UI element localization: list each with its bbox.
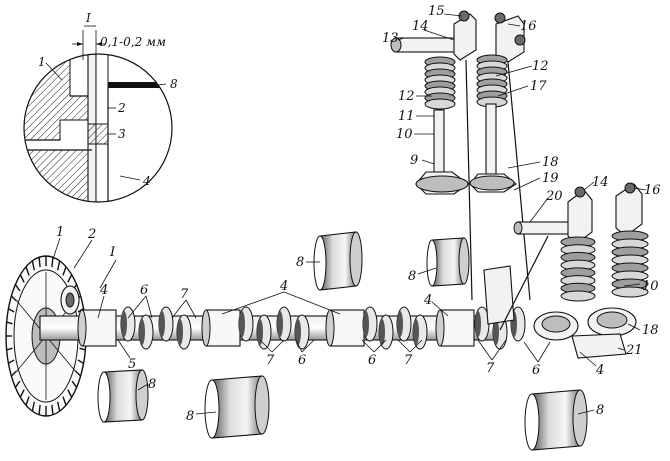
callout-14-lower: 14	[592, 175, 609, 190]
callout-4-far-right: 4	[595, 363, 604, 378]
callout-18-lower: 18	[642, 323, 659, 338]
main-section-mark: I	[109, 245, 116, 260]
camshaft	[39, 306, 526, 350]
callout-11: 11	[398, 109, 415, 124]
callout-8-bushing-3: 8	[148, 377, 156, 392]
callout-7-mid-1: 7	[266, 353, 275, 368]
callout-8-bushing-4: 8	[186, 409, 194, 424]
inset-callout-8: 8	[170, 77, 178, 91]
callout-labels: 1 2 I 4 5 6 7 4 8 8 8 8 8 4 7 6 6 7 7 6 …	[56, 4, 661, 424]
callout-21: 21	[625, 343, 643, 358]
callout-1: 1	[56, 225, 64, 240]
callout-4-right: 4	[423, 293, 432, 308]
bushing-3	[97, 369, 149, 423]
callout-7-right: 7	[486, 361, 495, 376]
inset-callout-1: 1	[38, 55, 46, 69]
callout-5: 5	[128, 357, 136, 372]
callout-8-bushing-2: 8	[408, 269, 416, 284]
callout-8-bushing-1: 8	[296, 255, 304, 270]
callout-12-right: 12	[532, 59, 549, 74]
callout-6-left: 6	[140, 283, 148, 298]
callout-9: 9	[410, 153, 418, 168]
lower-valve-assembly	[483, 182, 649, 359]
gap-dimension-label: 0,1-0,2 мм	[100, 35, 166, 49]
inset-callout-3: 3	[118, 127, 126, 141]
callout-7-left: 7	[180, 287, 189, 302]
callout-18-upper: 18	[542, 155, 559, 170]
callout-16-lower: 16	[644, 183, 661, 198]
callout-4-middle: 4	[279, 279, 288, 294]
callout-6-mid-1: 6	[298, 353, 306, 368]
bushings	[97, 231, 588, 451]
inset-callout-2: 2	[117, 101, 126, 115]
callout-10-lower: 10	[642, 279, 659, 294]
callout-13: 13	[382, 31, 399, 46]
callout-8-bushing-5: 8	[596, 403, 604, 418]
bushing-2	[426, 237, 470, 287]
callout-20: 20	[545, 189, 563, 204]
inset-detail: I 0,1-0,2 мм 1 8 2 3 4	[23, 11, 178, 203]
callout-14-upper: 14	[412, 19, 429, 34]
bushing-5	[524, 389, 588, 451]
upper-valve-assembly	[390, 10, 531, 301]
callout-15: 15	[428, 4, 445, 19]
callout-19: 19	[542, 171, 559, 186]
bushing-1	[313, 231, 363, 291]
callout-6-mid-2: 6	[368, 353, 376, 368]
callout-2: 2	[87, 227, 96, 242]
callout-7-mid-2: 7	[404, 353, 413, 368]
leader-lines	[51, 13, 647, 415]
inset-callout-4: 4	[142, 174, 151, 188]
callout-17: 17	[530, 79, 547, 94]
bushing-4	[204, 375, 270, 439]
callout-4-left: 4	[99, 283, 108, 298]
callout-12-left: 12	[398, 89, 415, 104]
callout-10-upper: 10	[396, 127, 413, 142]
inset-section-mark: I	[85, 11, 91, 25]
callout-16-upper: 16	[520, 19, 537, 34]
callout-6-right: 6	[532, 363, 540, 378]
